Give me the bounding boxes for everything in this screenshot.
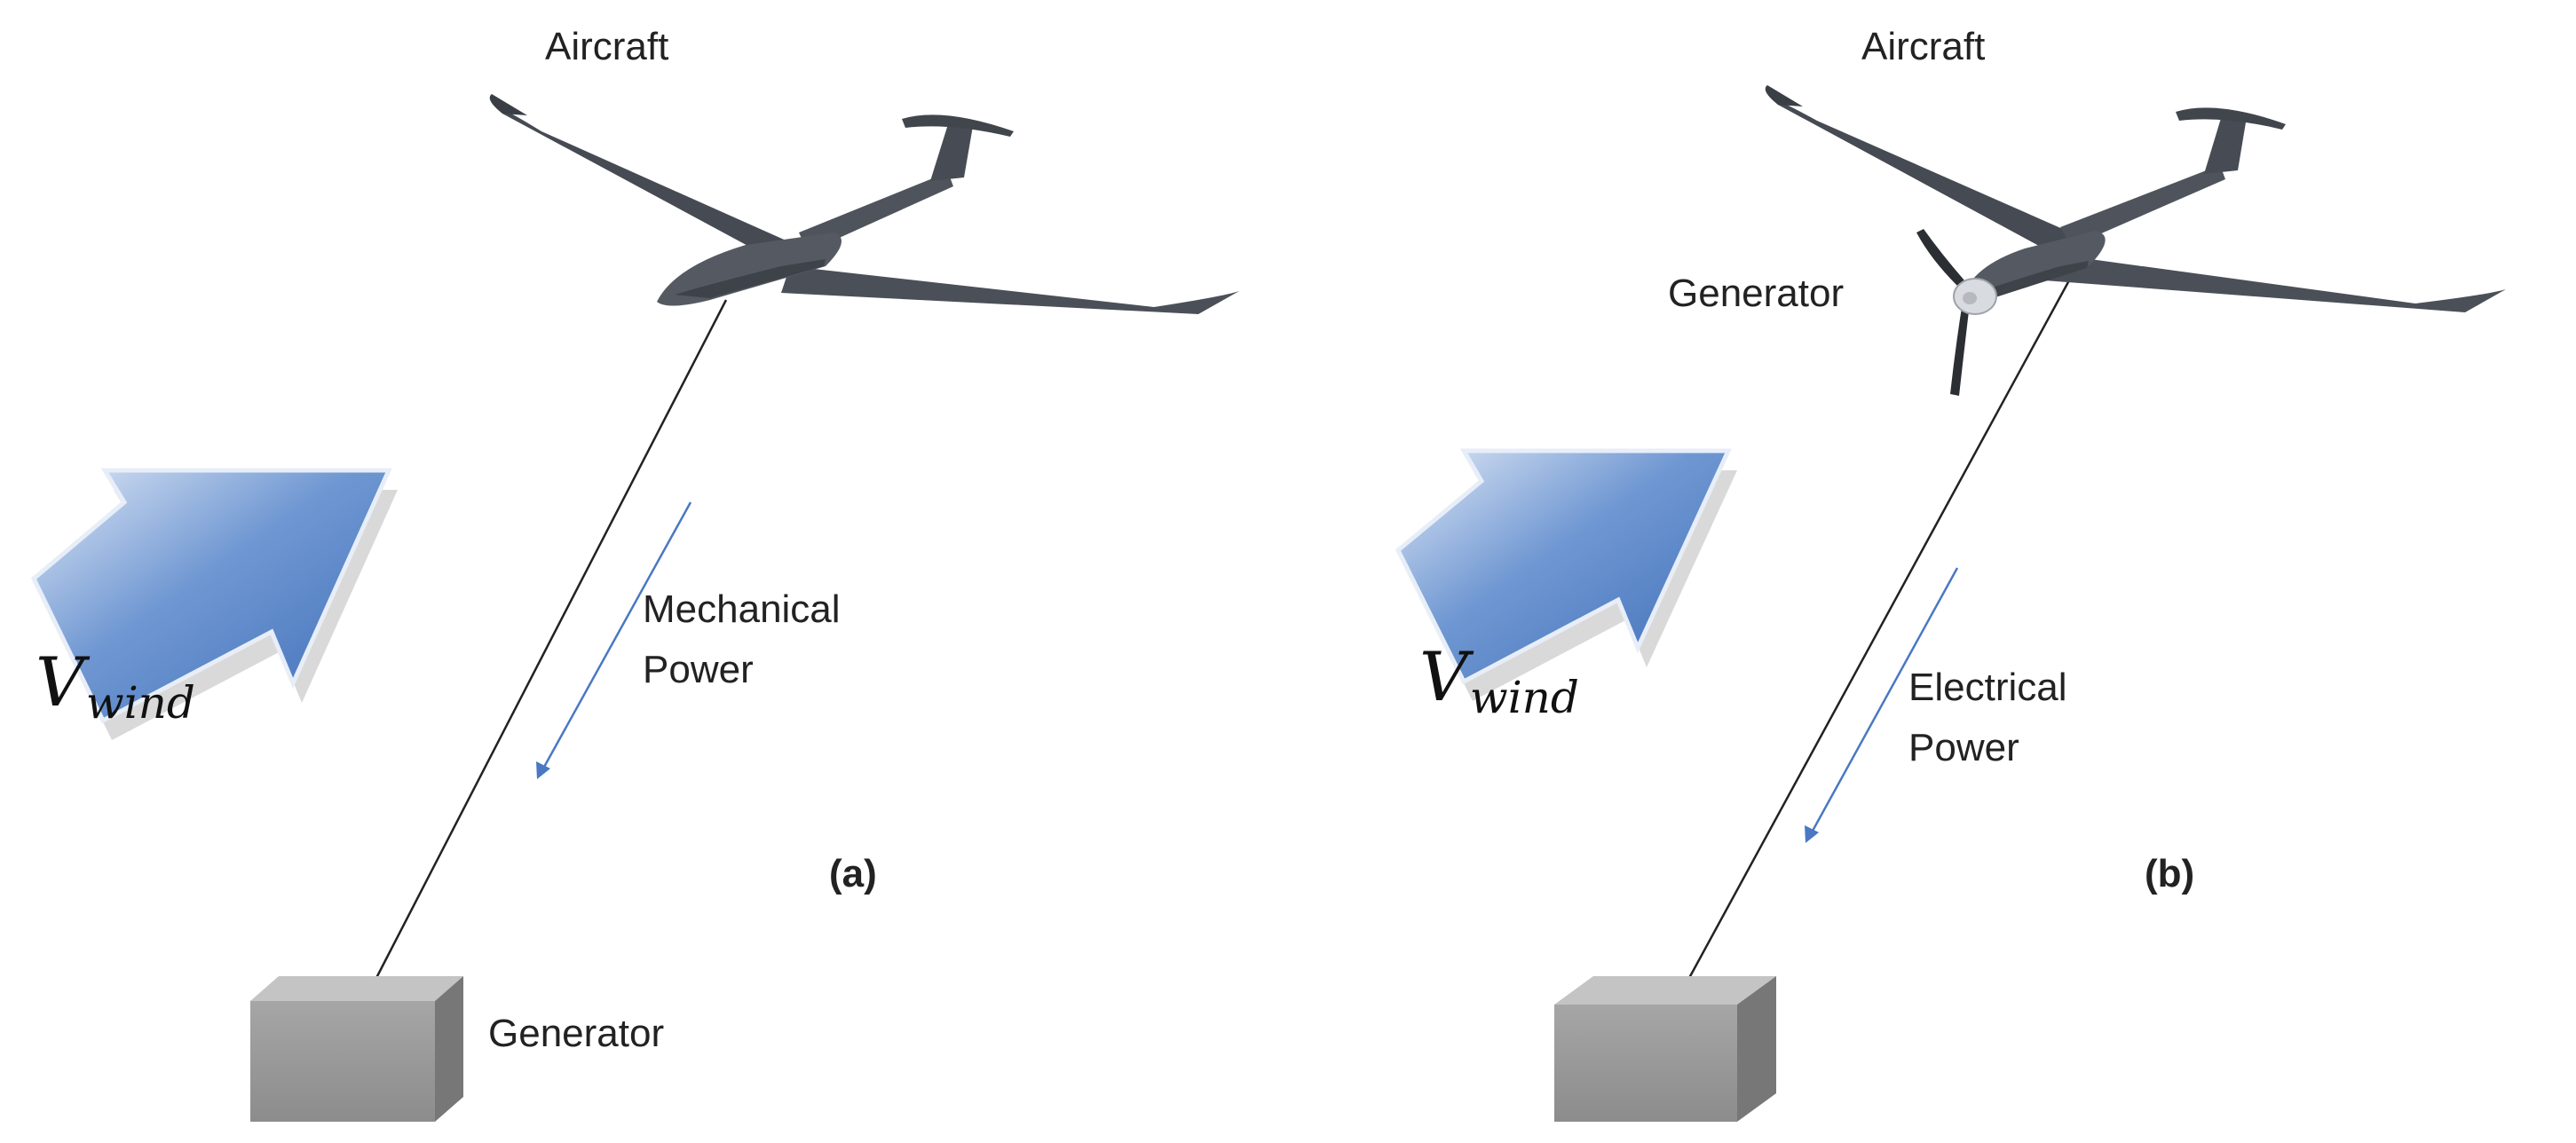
power-label-line2: Power [1908, 726, 2019, 769]
wind-arrow-icon [30, 468, 398, 740]
wind-velocity-label: Vwind [1419, 637, 1579, 723]
power-flow-arrow-icon [536, 501, 692, 779]
panel-a: Aircraft Mechanical Power (a) Generator … [30, 25, 1239, 1122]
aircraft-icon [1765, 85, 2506, 312]
panel-letter: (a) [829, 852, 877, 895]
tether-line [375, 299, 728, 979]
panel-a-graphics [30, 94, 1239, 1122]
wind-symbol: V [1419, 637, 1468, 716]
ground-generator-box-icon [250, 976, 463, 1122]
aircraft-icon [489, 94, 1239, 314]
wind-arrow-icon [1395, 448, 1737, 701]
panel-letter: (b) [2145, 852, 2195, 895]
panel-b-graphics [1395, 85, 2506, 1122]
onboard-generator-label: Generator [1668, 272, 1845, 315]
aircraft-label: Aircraft [1861, 25, 1986, 68]
aircraft-label: Aircraft [545, 25, 669, 68]
power-label-line1: Mechanical [643, 587, 841, 631]
ground-box-icon [1554, 976, 1776, 1122]
ground-generator-label: Generator [488, 1012, 665, 1055]
tether-line [1687, 280, 2071, 979]
onboard-generator-propeller-icon [1916, 229, 1997, 396]
panel-b: Aircraft Generator Electrical Power (b) … [1288, 0, 2576, 1143]
wind-velocity-label: Vwind [36, 642, 195, 729]
power-label-line1: Electrical [1908, 666, 2067, 709]
wind-subscript: wind [85, 677, 195, 729]
power-flow-arrow-icon [1805, 567, 1959, 843]
power-label-line2: Power [643, 648, 754, 691]
wind-subscript: wind [1469, 672, 1579, 723]
wind-symbol: V [36, 642, 84, 721]
